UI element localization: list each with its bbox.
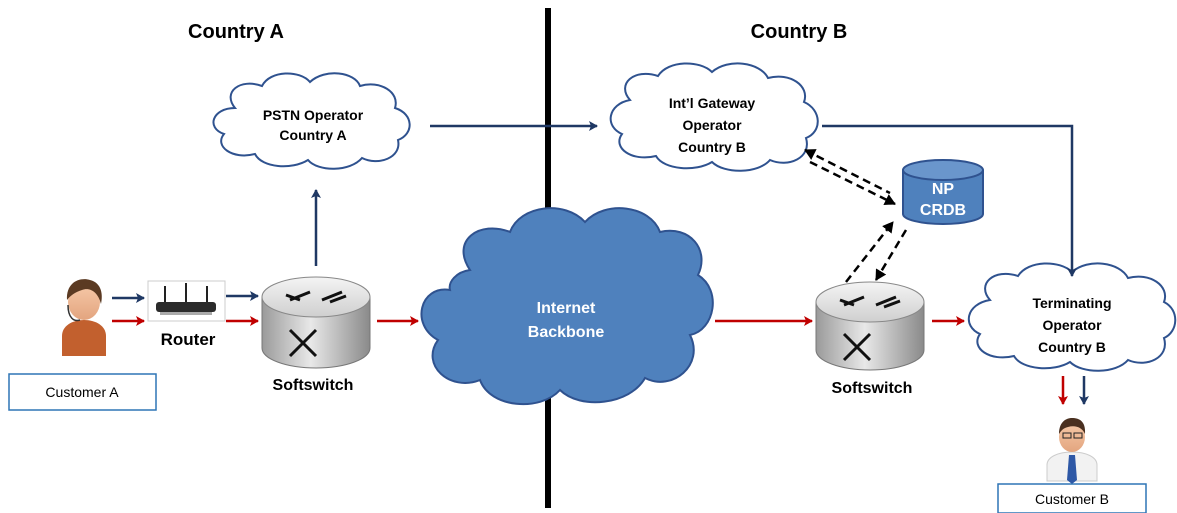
heading-country-b: Country B <box>751 21 848 43</box>
softswitch-a: Softswitch <box>261 276 371 394</box>
internet-backbone-cloud: Internet Backbone <box>420 207 714 406</box>
router: Router <box>147 280 226 349</box>
switch-arrows-icon <box>839 295 901 362</box>
heading-country-a: Country A <box>188 21 284 43</box>
pstn-line1: PSTN Operator <box>263 107 364 123</box>
signalling-arrows <box>112 121 1089 405</box>
arrow-gateway-db-bidirectional-b <box>809 160 896 206</box>
customer-a-label: Customer A <box>45 384 119 400</box>
arrow-softswitch-to-db <box>845 221 894 283</box>
np-crdb-database: NP CRDB <box>902 159 984 225</box>
gateway-line1: Int’l Gateway <box>669 95 756 111</box>
terminating-operator-cloud: Terminating Operator Country B <box>967 262 1177 372</box>
softswitch-b: Softswitch <box>815 281 925 397</box>
gateway-cloud: Int’l Gateway Operator Country B <box>609 62 819 172</box>
internet-line1: Internet <box>537 300 596 317</box>
customer-b-box: Customer B <box>997 483 1147 513</box>
arrow-db-to-softswitch <box>874 229 908 281</box>
terminating-line2: Operator <box>1042 317 1102 333</box>
pstn-line2: Country A <box>279 127 346 143</box>
media-arrows <box>112 316 1068 405</box>
softswitch-b-label: Softswitch <box>832 380 913 397</box>
customer-b-label: Customer B <box>1035 491 1109 507</box>
router-label: Router <box>161 330 216 349</box>
customer-b-avatar <box>1046 417 1098 484</box>
arrow-gateway-db-bidirectional-a <box>804 148 891 195</box>
arrow-gateway-to-terminating <box>822 124 1077 277</box>
customer-a-box: Customer A <box>8 373 157 411</box>
terminating-line1: Terminating <box>1032 295 1111 311</box>
softswitch-a-label: Softswitch <box>273 377 354 394</box>
number-portability-query-arrows <box>804 148 908 283</box>
switch-arrows-icon <box>285 290 347 358</box>
router-icon <box>156 283 216 315</box>
internet-line2: Backbone <box>528 324 605 341</box>
customer-a-avatar <box>61 279 107 356</box>
pstn-operator-cloud: PSTN Operator Country A <box>212 72 411 170</box>
gateway-line2: Operator <box>682 117 742 133</box>
np-crdb-line2: CRDB <box>920 202 966 219</box>
np-crdb-line1: NP <box>932 181 955 198</box>
terminating-line3: Country B <box>1038 339 1106 355</box>
gateway-line3: Country B <box>678 139 746 155</box>
